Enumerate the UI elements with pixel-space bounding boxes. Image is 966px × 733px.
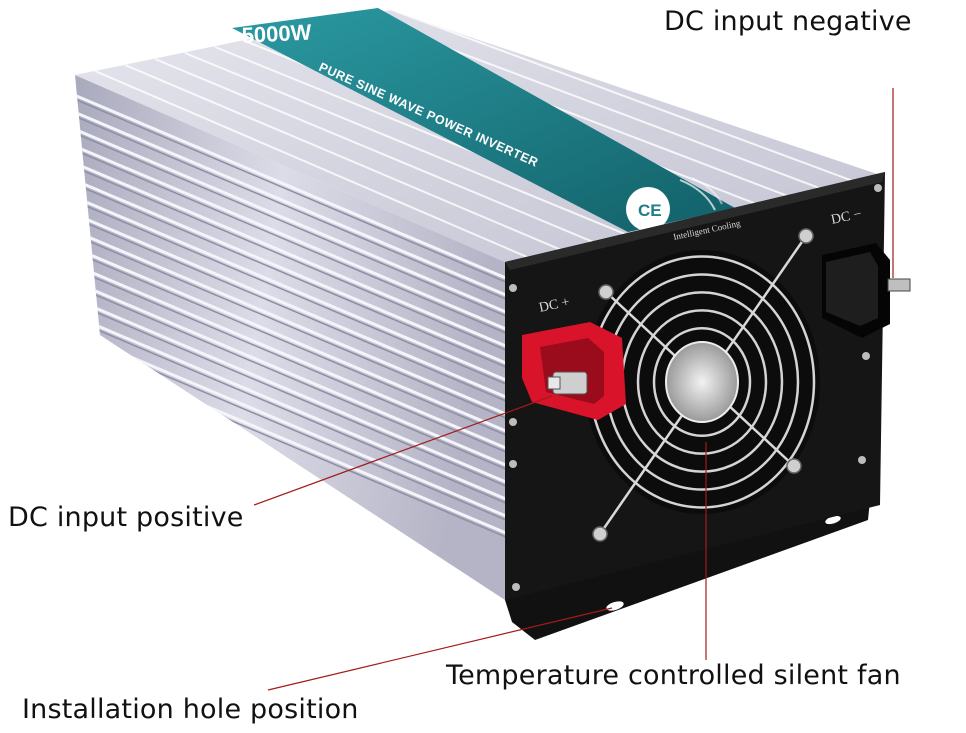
housing-fin (75, 206, 505, 405)
housing-fin (75, 257, 505, 456)
housing-side-face (75, 75, 505, 600)
housing-fin (75, 274, 505, 473)
callout-silent-fan: Temperature controlled silent fan (446, 660, 901, 691)
dc-negative-marking: DC − (830, 207, 863, 228)
callout-dc-input-negative: DC input negative (664, 6, 912, 37)
housing-fin (75, 291, 505, 490)
housing-fin-shadow (75, 160, 505, 357)
housing-fin (75, 189, 505, 388)
fan-guard-ring (652, 326, 752, 438)
housing-fin (75, 308, 505, 507)
installation-hole-rear (825, 515, 841, 525)
housing-fin-shadow (75, 245, 505, 442)
callout-dc-input-positive: DC input positive (8, 502, 244, 533)
mounting-flange (505, 500, 870, 640)
dc-positive-terminal (522, 322, 626, 420)
housing-fin-shadow (75, 177, 505, 374)
dc-negative-terminal (822, 243, 911, 338)
fan-hub (665, 341, 739, 423)
top-fin (184, 52, 632, 238)
fan-guard-ring (636, 309, 768, 455)
housing-fin (75, 87, 505, 286)
callout-installation-hole: Installation hole position (22, 694, 359, 725)
leader-install-hole (267, 607, 613, 691)
housing-fin (75, 104, 505, 303)
housing-fin-shadow (75, 194, 505, 391)
top-fin (124, 64, 563, 252)
housing-fin-shadow (75, 228, 505, 425)
top-fin (94, 70, 529, 259)
cooling-fan (584, 228, 820, 542)
housing-fin-shadow (75, 143, 505, 340)
dc-positive-marking: DC + (538, 295, 571, 316)
top-fin (154, 58, 598, 245)
housing-fin-shadow (75, 211, 505, 408)
top-fin (394, 10, 874, 190)
housing-fin (75, 155, 505, 354)
ce-badge (626, 187, 670, 231)
leader-lines (253, 88, 894, 691)
housing-fin-shadow (75, 126, 505, 323)
leader-dc-positive (253, 395, 553, 506)
housing-fin-shadow (75, 262, 505, 459)
ce-mark: CE (638, 201, 662, 220)
power-rating: 5000W (241, 19, 312, 48)
housing-fin-shadow (75, 109, 505, 306)
housing-fin (75, 138, 505, 337)
housing-fin-shadow (75, 279, 505, 476)
housing-fin (75, 121, 505, 320)
housing-fin-shadow (75, 313, 505, 510)
housing-fin (75, 240, 505, 439)
housing-fin (75, 172, 505, 371)
housing-fin-shadow (75, 296, 505, 493)
housing-fin-shadow (75, 92, 505, 289)
housing-fin (75, 223, 505, 422)
